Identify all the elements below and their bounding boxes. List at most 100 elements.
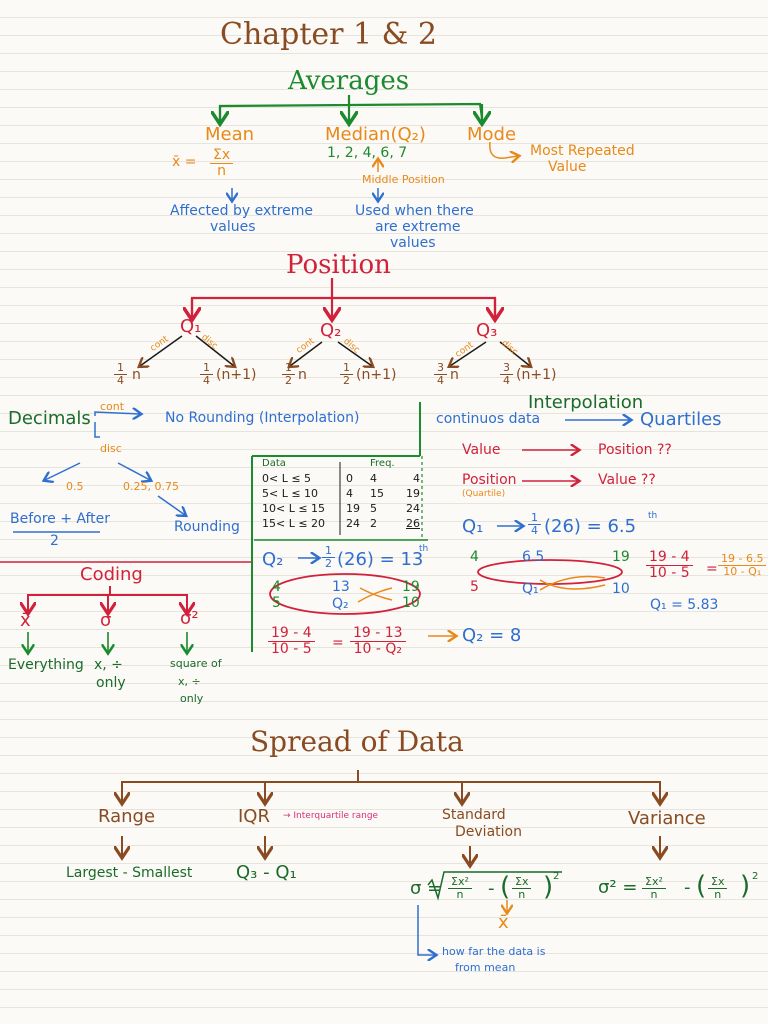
- decimals-label: Decimals: [8, 408, 91, 429]
- f2b-tail: (n+1): [356, 367, 397, 383]
- std-paren-open: (: [500, 872, 511, 902]
- coding-only: only: [96, 675, 126, 691]
- decimals-cont: cont: [100, 400, 125, 413]
- q1-b2: Q₁: [522, 581, 539, 597]
- q1-work-expr: (26) = 6.5: [544, 516, 637, 537]
- table-header-data: Data: [262, 458, 286, 469]
- range-formula: Largest - Smallest: [66, 865, 193, 881]
- q2-a2: 13: [332, 579, 350, 595]
- q2-label: Q₂: [320, 320, 342, 341]
- iqr-formula: Q₃ - Q₁: [236, 862, 297, 883]
- std-note-2: from mean: [455, 961, 516, 974]
- mean-den: n: [217, 162, 226, 179]
- std-sigma: σ =: [410, 878, 443, 899]
- std-paren-close: ): [543, 872, 554, 902]
- range-label: Range: [98, 806, 156, 827]
- q1-work-sup: th: [648, 511, 658, 521]
- interpolation-heading: Interpolation: [528, 392, 644, 413]
- q2-b2: Q₂: [332, 596, 349, 612]
- mean-num: Σx: [210, 148, 234, 164]
- decimals-half: 0.5: [66, 480, 84, 493]
- mode-label: Mode: [467, 124, 517, 145]
- std-note-1: how far the data is: [442, 945, 546, 958]
- mean-formula: Σx n: [210, 148, 234, 179]
- iqr-note: → Interquartile range: [283, 811, 379, 821]
- coding-sigma2: σ²: [180, 608, 199, 629]
- coding-square-of: square of: [170, 657, 222, 670]
- spread-heading: Spread of Data: [250, 725, 464, 758]
- f1a-tail: n: [132, 367, 141, 383]
- decimals-quarter: 0.25, 0.75: [123, 480, 179, 493]
- table-header: Data Freq.: [262, 456, 420, 471]
- median-note-2: are extreme: [375, 219, 461, 235]
- page-title: Chapter 1 & 2: [220, 17, 438, 52]
- std-label-1: Standard: [442, 807, 506, 823]
- f3a-tail: n: [450, 367, 459, 383]
- std-xbar: x̄: [498, 912, 509, 933]
- std-label-2: Deviation: [455, 824, 522, 840]
- coding-times-div-2: x, ÷: [178, 675, 201, 688]
- decimals-cont-result: No Rounding (Interpolation): [165, 410, 360, 426]
- q3-label: Q₃: [476, 320, 498, 341]
- q1-a3: 19: [612, 549, 630, 565]
- coding-everything: Everything: [8, 657, 84, 673]
- var-paren-close: ): [740, 871, 751, 901]
- mean-label: Mean: [205, 124, 255, 145]
- f2a-tail: n: [298, 367, 307, 383]
- var-sigma: σ² =: [598, 877, 638, 898]
- coding-only-2: only: [180, 692, 204, 705]
- q1-a2: 6.5: [522, 549, 545, 565]
- continuous-label: continuos data: [436, 411, 541, 427]
- value-q-label: Value ??: [598, 472, 656, 488]
- q2-answer: Q₂ = 8: [462, 625, 522, 646]
- quartiles-label: Quartiles: [640, 409, 722, 430]
- decimals-two: 2: [50, 533, 59, 549]
- q2-b3: 10: [402, 595, 420, 611]
- q2-work-lhs: Q₂: [262, 549, 284, 570]
- q1-label: Q₁: [180, 316, 202, 337]
- coding-heading: Coding: [80, 564, 143, 585]
- value-label: Value: [462, 442, 501, 458]
- median-note-1: Used when there: [355, 203, 474, 219]
- variance-label: Variance: [628, 808, 706, 829]
- std-square: 2: [553, 871, 560, 882]
- q2-b1: 5: [272, 595, 281, 611]
- position-label: Position: [462, 472, 517, 488]
- coding-sigma: σ: [100, 610, 112, 631]
- median-sequence: 1, 2, 4, 6, 7: [327, 145, 408, 161]
- position-heading: Position: [286, 250, 391, 280]
- q1-answer: Q₁ = 5.83: [650, 597, 719, 613]
- mode-note-1: Most Repeated: [530, 143, 635, 159]
- quartile-note: (Quartile): [462, 489, 506, 499]
- averages-heading: Averages: [288, 66, 410, 96]
- q1-eq: =: [706, 561, 718, 577]
- coding-xbar: x̄: [20, 610, 31, 631]
- decimals-before-after: Before + After: [10, 511, 111, 527]
- q2-a1: 4: [272, 579, 281, 595]
- q2-a3: 19: [402, 579, 420, 595]
- q1-work-lhs: Q₁: [462, 516, 484, 537]
- mean-note-2: values: [210, 219, 256, 235]
- median-note-3: values: [390, 235, 436, 251]
- var-minus: -: [684, 877, 691, 898]
- iqr-label: IQR: [238, 806, 270, 827]
- var-paren-open: (: [696, 871, 707, 901]
